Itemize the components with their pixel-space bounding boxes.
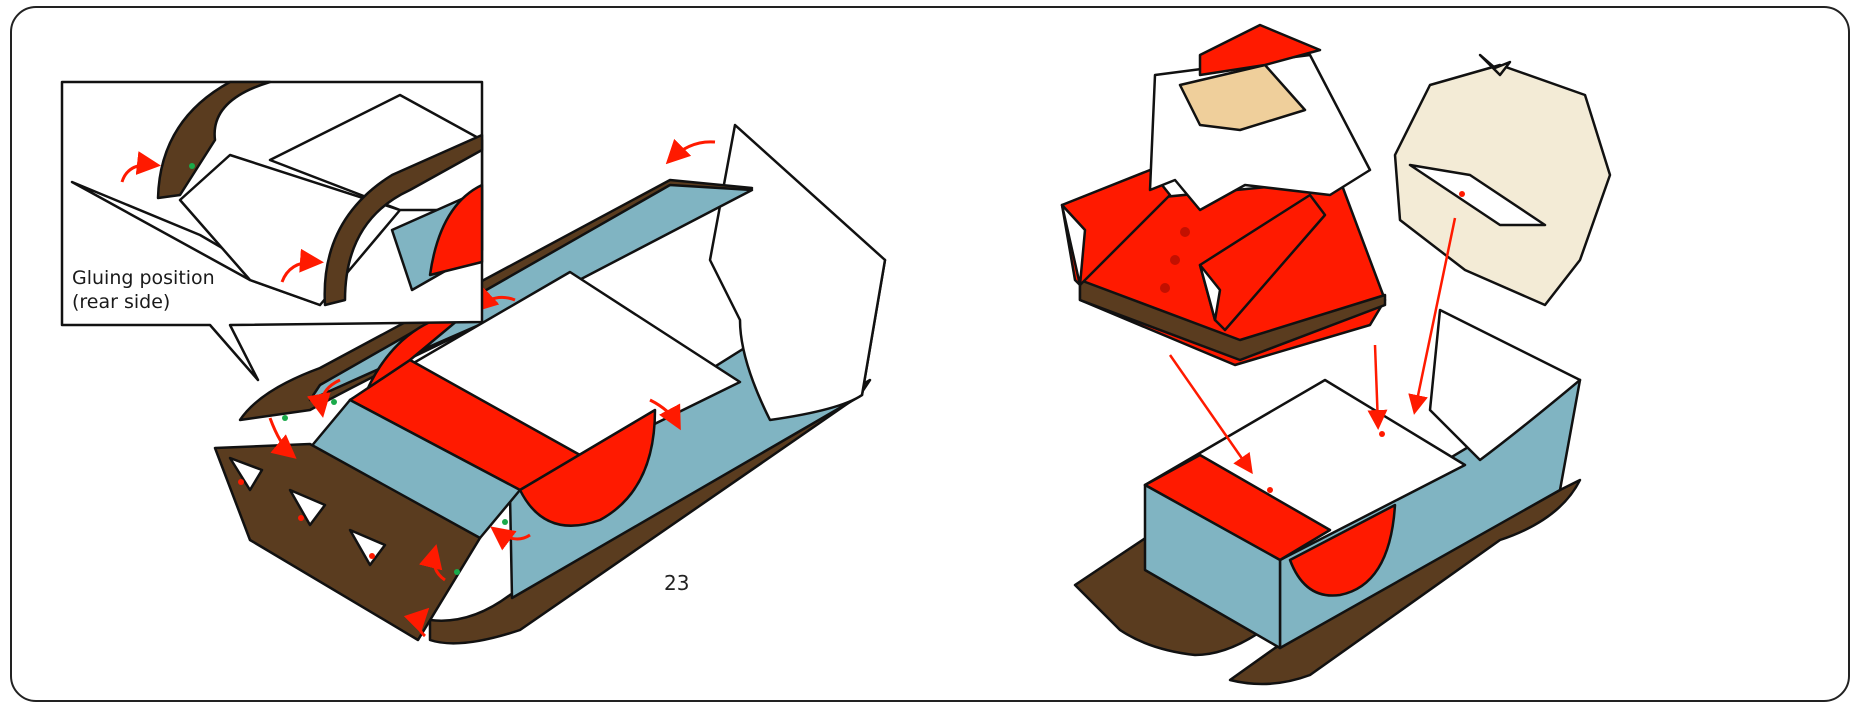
sleigh-red-semicircle — [518, 408, 657, 527]
insert-arrows — [1168, 217, 1457, 475]
glue-dot-icon — [189, 163, 195, 169]
gluing-callout — [60, 80, 484, 382]
fold-arrow-icon[interactable] — [418, 544, 446, 582]
page-number: 23 — [664, 571, 690, 595]
santa-left-arm — [1060, 168, 1172, 287]
glue-dot-icon — [454, 569, 460, 575]
fold-arrow-icon[interactable] — [665, 138, 716, 165]
glue-dot-icon — [502, 519, 508, 525]
fold-arrow-icon[interactable] — [306, 378, 341, 418]
insert-arrow-icon — [1408, 217, 1457, 415]
glue-dot-icon — [369, 553, 375, 559]
glue-dot-icon — [238, 479, 244, 485]
sack-figure — [1393, 53, 1612, 307]
fold-arrow-icon[interactable] — [490, 526, 531, 551]
fold-arrow-icon[interactable] — [649, 398, 681, 431]
fold-arrow-icon[interactable] — [280, 248, 324, 283]
insert-arrow-icon — [1168, 354, 1253, 475]
callout-text: Gluing position (rear side) — [72, 266, 215, 314]
santa-hat — [1198, 23, 1322, 77]
insert-arrow-icon — [1367, 344, 1388, 430]
santa-figure — [1060, 23, 1387, 367]
fold-arrow-icon[interactable] — [120, 151, 161, 183]
fold-arrow-icon[interactable] — [403, 607, 430, 638]
sleigh-assembled — [1073, 308, 1582, 686]
glue-dots — [238, 399, 508, 575]
sleigh-diagram — [213, 123, 887, 645]
fold-arrows — [268, 138, 716, 638]
glue-dot-icon — [282, 415, 288, 421]
sack-body — [1393, 63, 1612, 307]
glue-dot-icon — [1459, 191, 1465, 197]
glue-dot-icon — [331, 399, 337, 405]
glue-dot-icon — [1379, 431, 1385, 437]
sleigh-back-panel — [708, 123, 887, 422]
page-frame — [10, 6, 1850, 702]
callout-line-2: (rear side) — [72, 291, 171, 313]
callout-line-1: Gluing position — [72, 267, 215, 289]
fold-arrow-icon[interactable] — [268, 417, 297, 459]
glue-dot-icon — [1267, 487, 1273, 493]
glue-dot-icon — [298, 515, 304, 521]
